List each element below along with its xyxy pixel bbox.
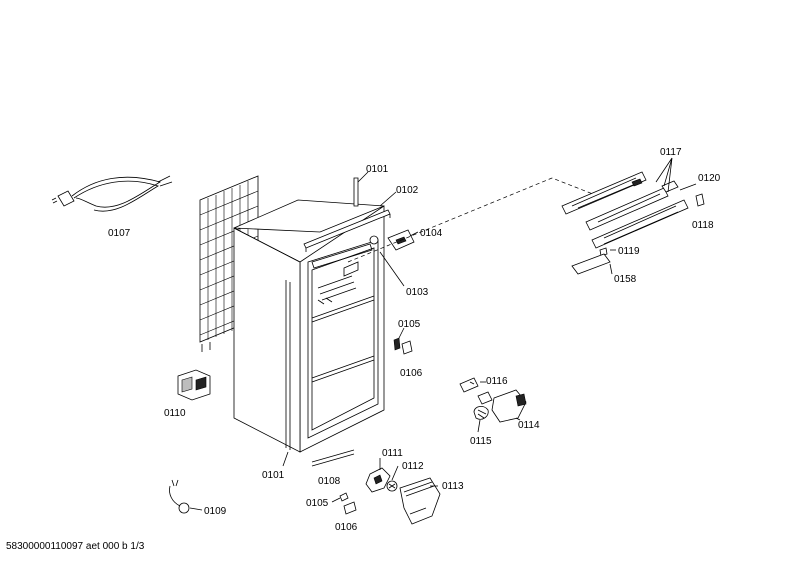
- label-0101-bottom: 0101: [262, 470, 285, 481]
- part-0105-0106-bottom-drawing: [331, 492, 357, 515]
- label-0105-mid: 0105: [398, 319, 421, 330]
- label-0115: 0115: [470, 436, 492, 447]
- label-0119: 0119: [618, 246, 640, 257]
- label-0112: 0112: [402, 461, 424, 472]
- drawing-reference-number: 58300000110097 aet 000 b 1/3: [6, 541, 145, 552]
- label-0104: 0104: [420, 228, 443, 239]
- power-cord-drawing: [51, 175, 173, 212]
- label-0114: 0114: [518, 420, 540, 431]
- label-0101-top: 0101: [366, 164, 389, 175]
- socket-group-drawing: [459, 377, 527, 433]
- label-0105-bottom: 0105: [306, 498, 329, 509]
- label-0120: 0120: [698, 173, 721, 184]
- label-0111: 0111: [382, 448, 403, 459]
- label-0109: 0109: [204, 506, 227, 517]
- handle-assembly-drawing: [561, 157, 705, 275]
- label-0102: 0102: [396, 185, 419, 196]
- label-0110: 0110: [164, 408, 186, 419]
- dashed-connection-line: [347, 177, 599, 263]
- relay-0110-drawing: [177, 369, 211, 401]
- label-0118: 0118: [692, 220, 714, 231]
- label-0107: 0107: [108, 228, 131, 239]
- lamp-group-drawing: [365, 458, 441, 525]
- label-0103: 0103: [406, 287, 429, 298]
- label-0106-bottom: 0106: [335, 522, 358, 533]
- label-0113: 0113: [442, 481, 464, 492]
- label-0158: 0158: [614, 274, 637, 285]
- sensor-0109-drawing: [169, 479, 203, 514]
- label-0106-mid: 0106: [400, 368, 423, 379]
- part-labels: 0101 0102 0104 0103 0105 0106 0107 0110 …: [108, 147, 721, 533]
- label-0116: 0116: [486, 376, 508, 387]
- label-0117: 0117: [660, 147, 682, 158]
- cabinet-drawing: [233, 177, 415, 453]
- part-0105-0106-mid-drawing: [393, 337, 413, 355]
- label-0108: 0108: [318, 476, 341, 487]
